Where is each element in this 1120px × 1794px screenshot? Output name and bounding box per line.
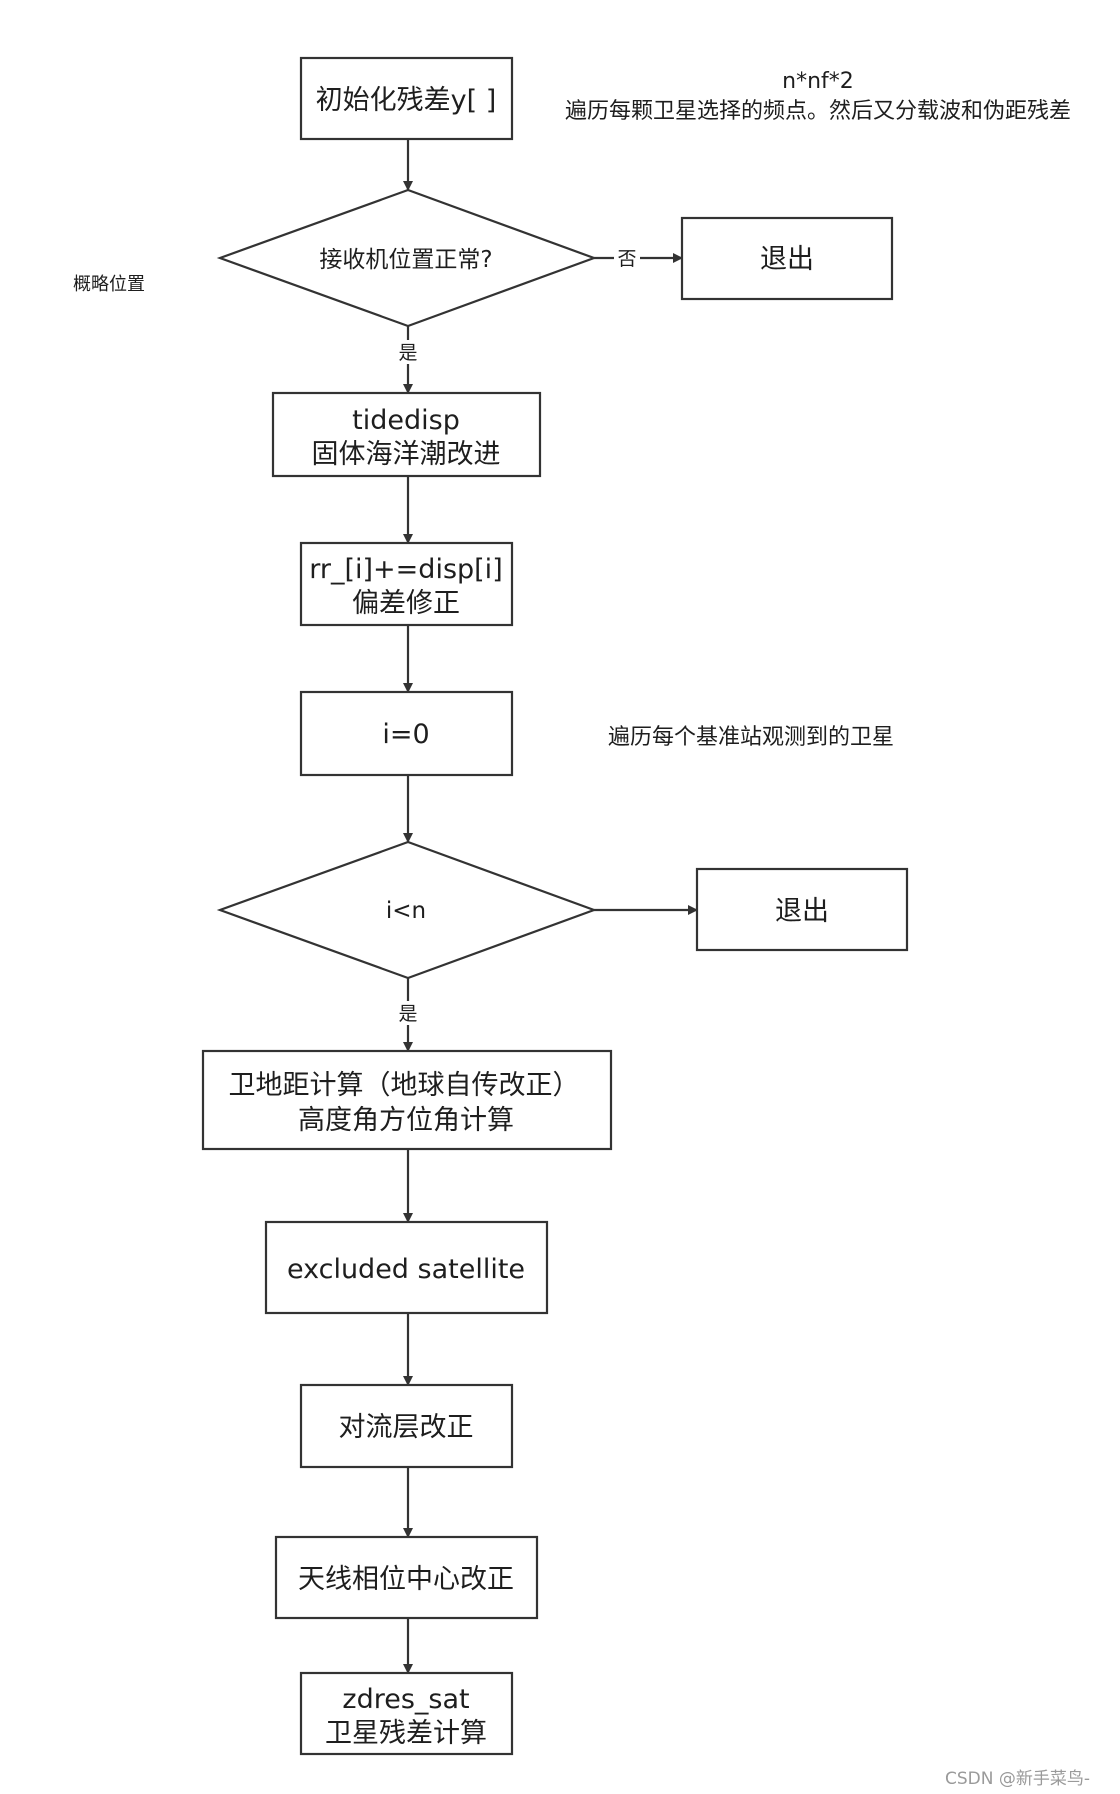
node-geometry: 卫地距计算（地球自传改正） 高度角方位角计算 (201, 1049, 613, 1151)
node-rr-line1: rr_[i]+=disp[i] (309, 554, 502, 585)
node-check-position-label: 接收机位置正常? (319, 247, 492, 273)
node-rr-correction: rr_[i]+=disp[i] 偏差修正 (299, 541, 514, 627)
node-exit-2: 退出 (695, 867, 909, 952)
node-check-position: 接收机位置正常? (216, 188, 598, 328)
node-loop-condition: i<n (216, 840, 598, 980)
node-rr-line2: 偏差修正 (352, 588, 460, 619)
node-exit-1-label: 退出 (760, 244, 814, 275)
edge-label-no: 否 (617, 248, 636, 270)
node-exit-2-label: 退出 (775, 896, 829, 927)
node-loop-condition-label: i<n (386, 898, 426, 924)
node-zdres-line2: 卫星残差计算 (325, 1718, 487, 1749)
edge-label-yes2-bg (396, 1001, 420, 1025)
node-geometry-line2: 高度角方位角计算 (298, 1105, 514, 1136)
node-exit-1: 退出 (680, 216, 894, 301)
edge-label-yes-2: 是 (398, 1003, 417, 1025)
node-init: 初始化残差y[ ] (299, 56, 514, 141)
node-tidedisp-line1: tidedisp (352, 405, 460, 436)
edges (403, 139, 698, 1674)
node-troposphere: 对流层改正 (299, 1383, 514, 1469)
node-excluded-satellite-label: excluded satellite (287, 1254, 525, 1285)
note-station-satellites: 遍历每个基准站观测到的卫星 (608, 725, 894, 750)
node-zdres-sat: zdres_sat 卫星残差计算 (299, 1671, 514, 1756)
edge-label-yes-1: 是 (398, 342, 417, 364)
note-nf-line1: n*nf*2 (782, 69, 854, 94)
node-antenna: 天线相位中心改正 (274, 1535, 539, 1620)
node-excluded-satellite: excluded satellite (264, 1220, 549, 1315)
node-antenna-label: 天线相位中心改正 (298, 1564, 514, 1595)
watermark: CSDN @新手菜鸟- (945, 1769, 1090, 1789)
node-tidedisp: tidedisp 固体海洋潮改进 (271, 391, 542, 478)
edge-label-yes1-bg (396, 340, 420, 364)
note-nf-line2: 遍历每颗卫星选择的频点。然后又分载波和伪距残差 (565, 99, 1071, 124)
edge-label-no-bg (614, 245, 640, 271)
node-i-init-label: i=0 (382, 719, 429, 750)
note-approx-position: 概略位置 (73, 274, 145, 295)
node-troposphere-label: 对流层改正 (339, 1412, 474, 1443)
node-zdres-line1: zdres_sat (342, 1684, 469, 1715)
node-i-init: i=0 (299, 690, 514, 777)
node-tidedisp-line2: 固体海洋潮改进 (312, 439, 501, 470)
node-geometry-line1: 卫地距计算（地球自传改正） (229, 1070, 580, 1101)
node-init-label: 初始化残差y[ ] (316, 85, 497, 116)
